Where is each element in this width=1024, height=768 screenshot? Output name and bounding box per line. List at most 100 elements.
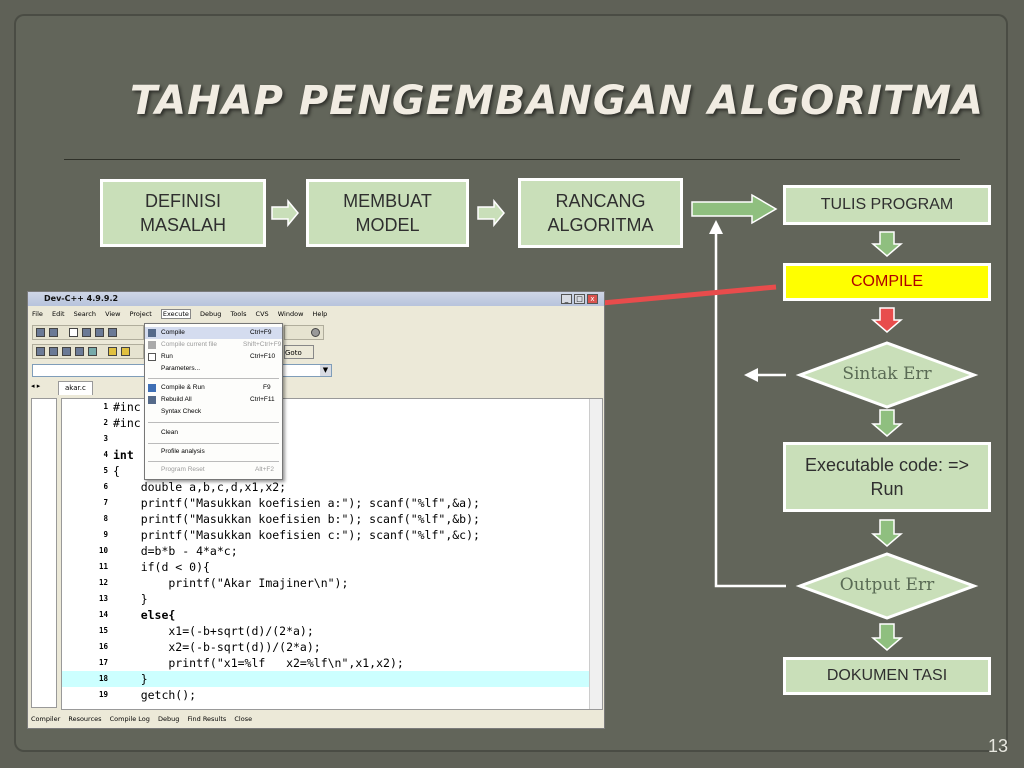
debug-icon[interactable] <box>311 328 320 337</box>
devcpp-window: Dev-C++ 4.9.9.2 _ □ x File Edit Search V… <box>27 291 605 729</box>
arrow-right-icon-1 <box>271 198 299 228</box>
menu-item-parameters[interactable]: Parameters... <box>145 363 282 375</box>
goto-button[interactable]: Goto <box>284 345 314 359</box>
menu-help[interactable]: Help <box>312 310 328 318</box>
code-line: 5{ <box>62 463 592 479</box>
nav-right-icon[interactable]: ▸ <box>36 382 41 390</box>
code-text: x2=(-b-sqrt(d))/(2*a); <box>113 640 321 654</box>
vertical-scrollbar[interactable] <box>589 399 602 709</box>
menu-window[interactable]: Window <box>277 310 304 318</box>
title-divider <box>64 159 960 160</box>
tab-find-results[interactable]: Find Results <box>187 715 227 723</box>
new-file-icon[interactable] <box>69 328 78 337</box>
compile-run-icon <box>148 384 156 392</box>
about-icon[interactable] <box>121 347 130 356</box>
code-line: 7 printf("Masukkan koefisien a:"); scanf… <box>62 495 592 511</box>
maximize-icon[interactable]: □ <box>574 294 585 304</box>
tab-compiler[interactable]: Compiler <box>31 715 61 723</box>
arrow-left-icon <box>744 368 758 382</box>
line-number: 2 <box>103 418 108 427</box>
code-line: 11 if(d < 0){ <box>62 559 592 575</box>
menu-item-label: Syntax Check <box>161 408 202 415</box>
menu-separator <box>148 378 279 379</box>
tab-compile-log[interactable]: Compile Log <box>109 715 150 723</box>
code-text: int <box>113 448 134 462</box>
menu-project[interactable]: Project <box>129 310 152 318</box>
code-text: { <box>113 464 120 478</box>
code-line: 14 else{ <box>62 607 592 623</box>
minimize-icon[interactable]: _ <box>561 294 572 304</box>
help-icon[interactable] <box>108 347 117 356</box>
box-rancang-algoritma: RANCANG ALGORITMA <box>518 178 683 248</box>
save-all-icon[interactable] <box>82 328 91 337</box>
file-tab-label: akar.c <box>65 384 86 392</box>
menubar: File Edit Search View Project Execute De… <box>28 308 604 321</box>
line-number: 7 <box>103 498 108 507</box>
code-text: #inc <box>113 400 141 414</box>
arrow-down-icon-4 <box>870 623 904 651</box>
box-dokumentasi: DOKUMEN TASI <box>783 657 991 695</box>
menu-item-syntax-check[interactable]: Syntax Check <box>145 406 282 418</box>
menu-item-label: Compile current file <box>161 341 217 348</box>
rebuild-icon[interactable] <box>75 347 84 356</box>
code-text: getch(); <box>113 688 197 702</box>
menu-item-label: Parameters... <box>161 365 201 372</box>
code-text: printf("Masukkan koefisien a:"); scanf("… <box>113 496 480 510</box>
code-line: 10 d=b*b - 4*a*c; <box>62 543 592 559</box>
menu-edit[interactable]: Edit <box>51 310 65 318</box>
compile-run-icon[interactable] <box>62 347 71 356</box>
code-line: 9 printf("Masukkan koefisien c:"); scanf… <box>62 527 592 543</box>
menu-item-label: Rebuild All <box>161 396 192 403</box>
arrow-down-red-icon <box>870 307 904 333</box>
tab-resources[interactable]: Resources <box>68 715 102 723</box>
print-icon[interactable] <box>95 328 104 337</box>
close-icon[interactable]: x <box>587 294 598 304</box>
run-icon[interactable] <box>49 347 58 356</box>
tab-akar-c[interactable]: akar.c <box>58 381 93 395</box>
toolbar-project <box>32 344 144 359</box>
menu-tools[interactable]: Tools <box>230 310 247 318</box>
line-number: 9 <box>103 530 108 539</box>
nav-arrows[interactable]: ◂ ▸ <box>31 382 40 390</box>
code-line: 16 x2=(-b-sqrt(d))/(2*a); <box>62 639 592 655</box>
window-title-bar: Dev-C++ 4.9.9.2 <box>28 292 604 306</box>
compile-icon[interactable] <box>36 347 45 356</box>
code-text: else{ <box>113 608 176 622</box>
save-icon[interactable] <box>49 328 58 337</box>
menu-execute[interactable]: Execute <box>160 309 191 319</box>
menu-cvs[interactable]: CVS <box>255 310 269 318</box>
box-compile: COMPILE <box>783 263 991 301</box>
menu-search[interactable]: Search <box>73 310 96 318</box>
line-number: 18 <box>98 674 108 683</box>
tab-close[interactable]: Close <box>234 715 253 723</box>
code-line: 13 } <box>62 591 592 607</box>
close-file-icon[interactable] <box>108 328 117 337</box>
menu-item-profile-analysis[interactable]: Profile analysis <box>145 446 282 458</box>
chevron-down-icon[interactable]: ▼ <box>320 365 331 376</box>
menu-item-clean[interactable]: Clean <box>145 427 282 439</box>
arrow-right-icon-2 <box>477 198 505 228</box>
menu-file[interactable]: File <box>32 310 43 318</box>
line-number: 4 <box>103 450 108 459</box>
open-icon[interactable] <box>36 328 45 337</box>
code-text: } <box>113 592 148 606</box>
check-icon[interactable] <box>88 347 97 356</box>
code-line: 1#inc <box>62 399 592 415</box>
nav-left-icon[interactable]: ◂ <box>31 382 35 390</box>
menu-debug[interactable]: Debug <box>199 310 222 318</box>
code-line: 2#inc <box>62 415 592 431</box>
menu-view[interactable]: View <box>105 310 121 318</box>
bottom-tabs: Compiler Resources Compile Log Debug Fin… <box>31 712 601 726</box>
code-text: } <box>113 672 148 686</box>
code-line: 19 getch(); <box>62 687 592 703</box>
tab-debug[interactable]: Debug <box>157 715 180 723</box>
